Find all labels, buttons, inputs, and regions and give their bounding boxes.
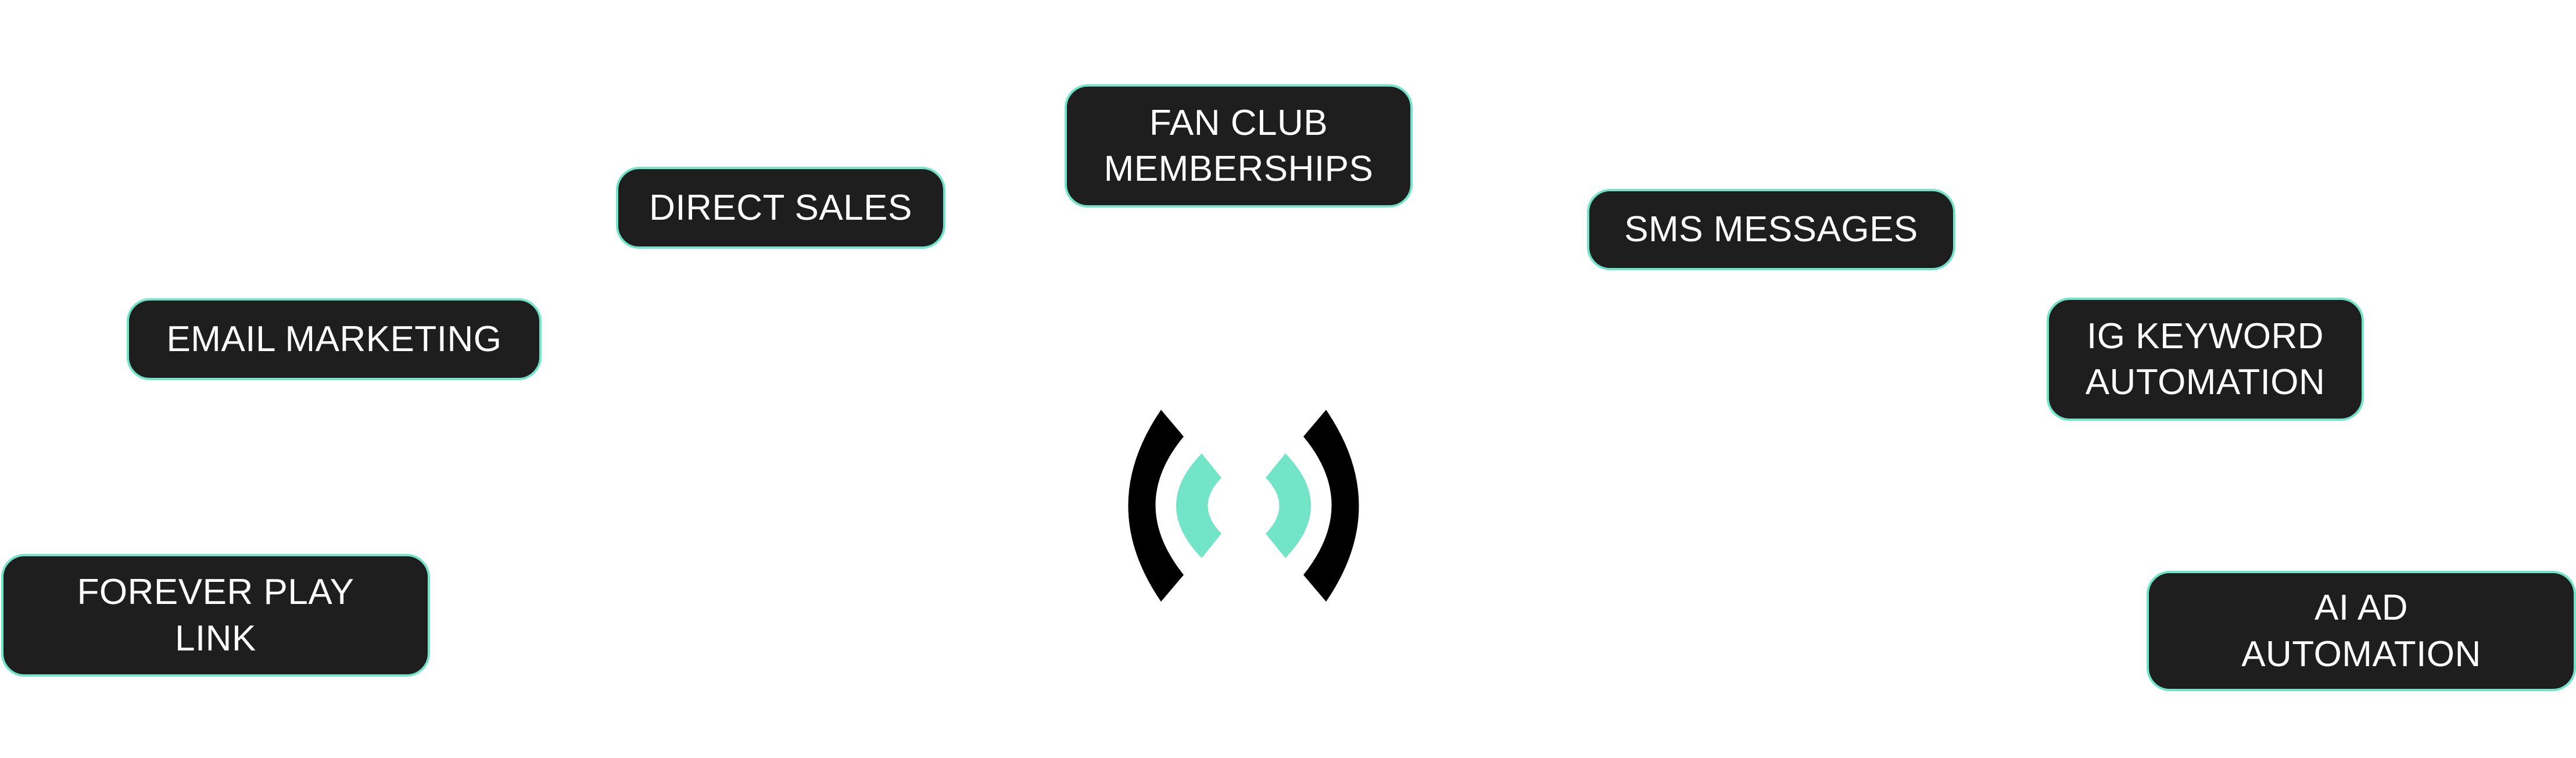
sms-messages-chip[interactable]: SMS MESSAGES: [1587, 189, 1955, 270]
forever-play-link-chip[interactable]: FOREVER PLAY LINK: [1, 554, 430, 677]
ig-keyword-automation-chip[interactable]: IG KEYWORD AUTOMATION: [2047, 298, 2364, 421]
direct-sales-chip[interactable]: DIRECT SALES: [616, 167, 945, 249]
broadcast-signal-icon: [1128, 410, 1359, 602]
right-outer-arc: [1303, 410, 1359, 602]
fan-club-memberships-chip[interactable]: FAN CLUB MEMBERSHIPS: [1065, 84, 1413, 208]
ai-ad-automation-chip[interactable]: AI AD AUTOMATION: [2147, 571, 2576, 691]
email-marketing-chip[interactable]: EMAIL MARKETING: [127, 298, 542, 380]
left-inner-arc: [1176, 453, 1221, 558]
left-outer-arc: [1128, 410, 1184, 602]
right-inner-arc: [1266, 453, 1311, 558]
